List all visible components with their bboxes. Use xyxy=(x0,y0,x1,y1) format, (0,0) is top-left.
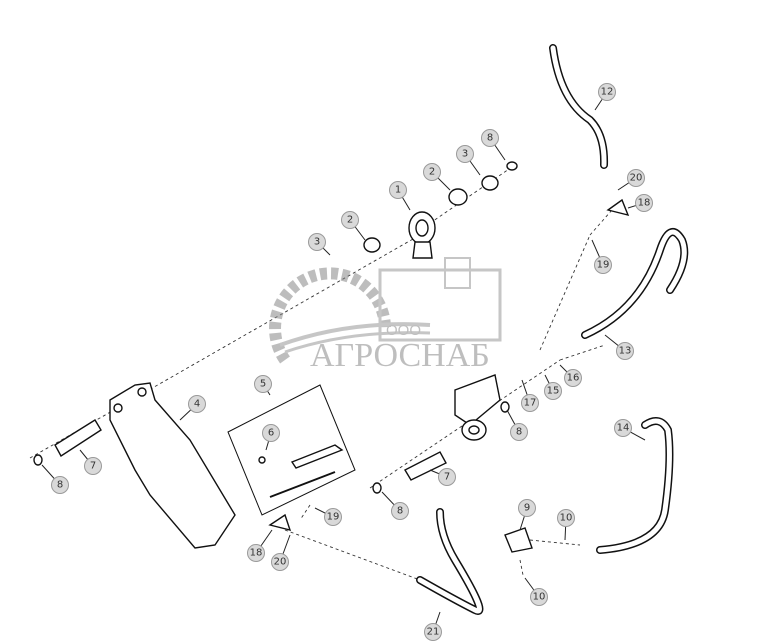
callout-circle xyxy=(530,588,548,606)
callout-circle xyxy=(341,211,359,229)
callout-part-5: 5 xyxy=(254,375,272,393)
hoses xyxy=(268,44,689,615)
watermark-brand: АГРОСНАБ xyxy=(310,337,490,374)
callout-part-8: 8 xyxy=(481,129,499,147)
callout-part-21: 21 xyxy=(424,623,442,641)
callout-circle xyxy=(51,476,69,494)
callout-circle xyxy=(391,502,409,520)
callout-number: 18 xyxy=(638,198,651,209)
callout-part-9: 9 xyxy=(518,499,536,517)
callout-part-12: 12 xyxy=(598,83,616,101)
callout-circle xyxy=(84,457,102,475)
callout-circle xyxy=(598,83,616,101)
callout-number: 3 xyxy=(314,237,320,248)
callout-number: 12 xyxy=(601,87,614,98)
callout-circle xyxy=(188,395,206,413)
callout-part-8: 8 xyxy=(391,502,409,520)
callout-number: 8 xyxy=(516,427,522,438)
callout-circle xyxy=(271,553,289,571)
callout-part-10: 10 xyxy=(557,509,575,527)
callout-number: 14 xyxy=(617,423,630,434)
callout-part-7: 7 xyxy=(84,457,102,475)
callout-circle xyxy=(481,129,499,147)
callout-circle xyxy=(247,544,265,562)
callout-number: 20 xyxy=(630,173,643,184)
callout-number: 15 xyxy=(547,386,560,397)
callout-number: 2 xyxy=(429,167,435,178)
callout-circle xyxy=(423,163,441,181)
callout-number: 8 xyxy=(487,133,493,144)
callout-number: 18 xyxy=(250,548,263,559)
callout-circle xyxy=(510,423,528,441)
callout-part-13: 13 xyxy=(616,342,634,360)
hydraulic-cylinder xyxy=(363,161,518,441)
callout-part-6: 6 xyxy=(262,424,280,442)
callout-number: 3 xyxy=(462,149,468,160)
callout-circle xyxy=(557,509,575,527)
callout-part-8: 8 xyxy=(510,423,528,441)
callout-circle xyxy=(614,419,632,437)
kit-box-part-5 xyxy=(227,384,356,516)
callout-number: 21 xyxy=(427,627,440,638)
callout-number: 8 xyxy=(57,480,63,491)
callout-number: 10 xyxy=(560,513,573,524)
callout-part-17: 17 xyxy=(521,394,539,412)
callout-number: 19 xyxy=(597,260,610,271)
callout-number: 9 xyxy=(524,503,530,514)
callout-circle xyxy=(389,181,407,199)
callout-circle xyxy=(254,375,272,393)
callout-part-4: 4 xyxy=(188,395,206,413)
callout-circle xyxy=(518,499,536,517)
callout-part-2: 2 xyxy=(423,163,441,181)
callout-number: 16 xyxy=(567,373,580,384)
callout-circle xyxy=(594,256,612,274)
callout-part-3: 3 xyxy=(456,145,474,163)
callout-circle xyxy=(308,233,326,251)
callout-part-16: 16 xyxy=(564,369,582,387)
callout-number: 8 xyxy=(397,506,403,517)
callout-circle xyxy=(456,145,474,163)
callout-number: 4 xyxy=(194,399,200,410)
callout-part-15: 15 xyxy=(544,382,562,400)
callout-number: 1 xyxy=(395,185,401,196)
callout-circle xyxy=(324,508,342,526)
callout-number: 19 xyxy=(327,512,340,523)
callout-circle xyxy=(635,194,653,212)
callout-circle xyxy=(564,369,582,387)
callout-part-1: 1 xyxy=(389,181,407,199)
callout-part-19: 19 xyxy=(594,256,612,274)
callout-part-18: 18 xyxy=(247,544,265,562)
watermark-prefix: ООО xyxy=(386,322,421,339)
callout-circle xyxy=(262,424,280,442)
callout-part-20: 20 xyxy=(627,169,645,187)
callout-number: 6 xyxy=(268,428,274,439)
callout-number: 10 xyxy=(533,592,546,603)
callout-number: 7 xyxy=(90,461,96,472)
callout-circle xyxy=(521,394,539,412)
callout-part-2: 2 xyxy=(341,211,359,229)
callout-part-10: 10 xyxy=(530,588,548,606)
callout-circle xyxy=(627,169,645,187)
agrosnab-watermark-logo: ООО АГРОСНАБ xyxy=(269,257,502,374)
callout-part-14: 14 xyxy=(614,419,632,437)
pin-part-7 xyxy=(33,401,510,494)
callout-number: 20 xyxy=(274,557,287,568)
callout-number: 17 xyxy=(524,398,537,409)
callout-part-7: 7 xyxy=(438,468,456,486)
callout-circle xyxy=(544,382,562,400)
callout-part-3: 3 xyxy=(308,233,326,251)
callout-part-20: 20 xyxy=(271,553,289,571)
callout-number: 2 xyxy=(347,215,353,226)
bracket-part-4 xyxy=(109,382,236,549)
callout-number: 7 xyxy=(444,472,450,483)
callout-number: 13 xyxy=(619,346,632,357)
callout-part-19: 19 xyxy=(324,508,342,526)
callout-circle xyxy=(438,468,456,486)
callout-number: 5 xyxy=(260,379,266,390)
callout-part-18: 18 xyxy=(635,194,653,212)
callout-part-8: 8 xyxy=(51,476,69,494)
callout-circle xyxy=(616,342,634,360)
